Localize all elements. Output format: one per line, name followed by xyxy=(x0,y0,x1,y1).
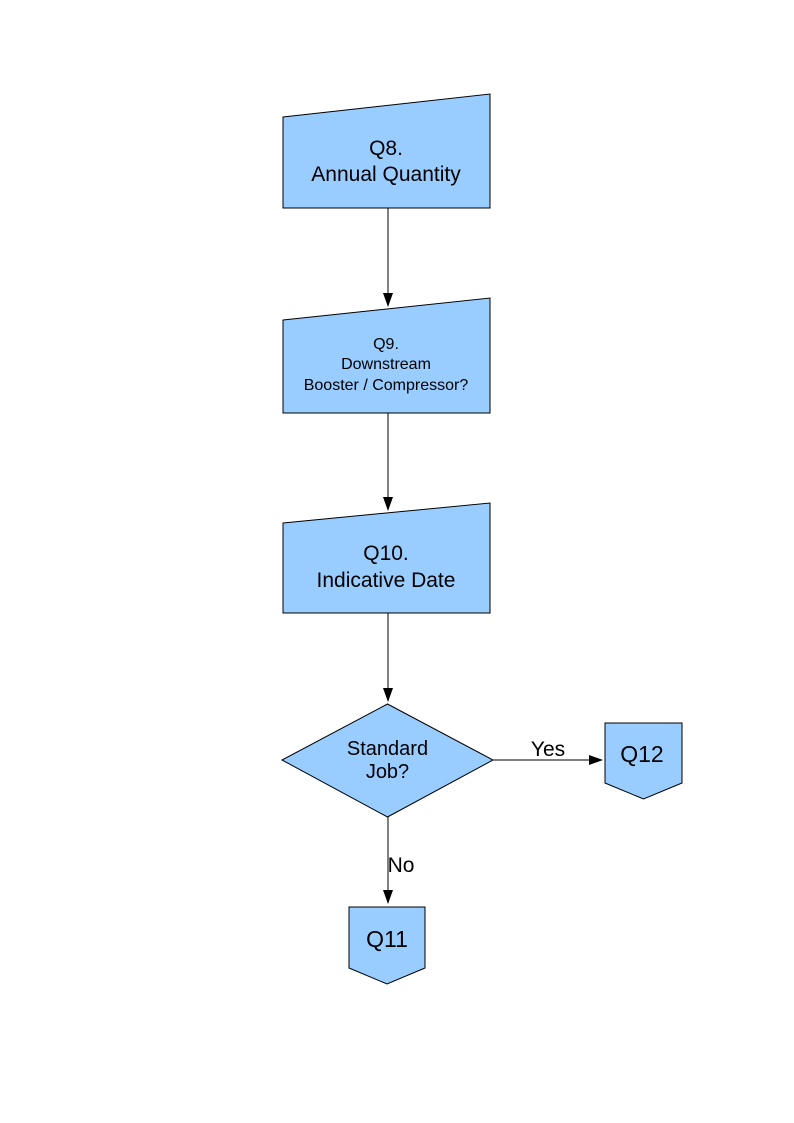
node-q8-label-line1: Q8. xyxy=(369,137,403,160)
node-q10-label-line2: Indicative Date xyxy=(317,569,456,592)
node-q12-label: Q12 xyxy=(620,741,663,767)
node-q10-indicative-date xyxy=(282,502,491,614)
edge-label-yes: Yes xyxy=(531,738,565,761)
node-q10-label-line1: Q10. xyxy=(363,542,409,565)
node-q8-label-line2: Annual Quantity xyxy=(311,163,461,186)
node-q11-offpage-connector xyxy=(348,906,426,985)
node-decision-label-line2: Job? xyxy=(366,761,409,783)
node-q9-downstream-booster xyxy=(282,297,491,414)
edge-label-no: No xyxy=(388,854,415,877)
node-q11-label: Q11 xyxy=(366,926,408,952)
node-q12-offpage-connector xyxy=(604,722,683,800)
node-q9-label-line2: Downstream xyxy=(341,356,431,373)
node-decision-label-line1: Standard xyxy=(347,738,428,760)
node-q8-annual-quantity xyxy=(282,93,491,209)
node-q9-label-line3: Booster / Compressor? xyxy=(304,377,469,394)
node-decision-standard-job xyxy=(280,703,495,818)
node-q9-label-line1: Q9. xyxy=(373,336,399,353)
